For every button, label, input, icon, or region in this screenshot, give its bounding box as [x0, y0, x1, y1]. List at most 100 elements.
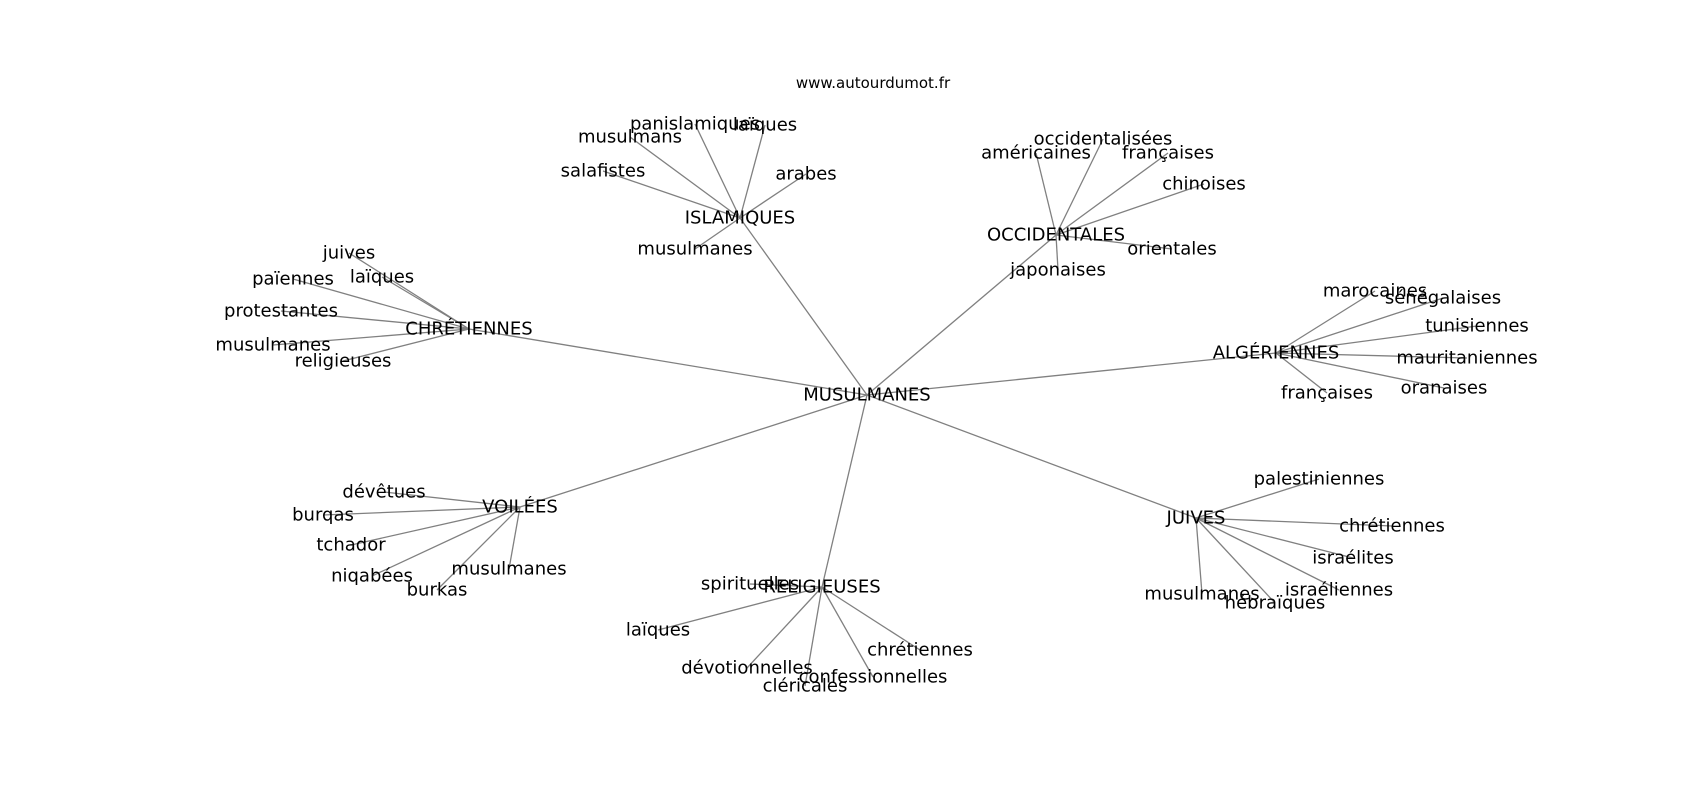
edge-group-1-word-1: [1035, 152, 1057, 236]
group-node-5[interactable]: JUIVES: [1166, 508, 1226, 529]
word-node-6-1[interactable]: laïques: [626, 620, 690, 641]
word-node-3-5[interactable]: françaises: [1281, 383, 1373, 404]
group-node-6[interactable]: RELIGIEUSES: [763, 577, 880, 598]
edge-group-5-word-3: [1195, 517, 1340, 591]
edge-group-6-word-1: [657, 586, 823, 631]
group-node-0[interactable]: ISLAMIQUES: [685, 208, 795, 229]
word-node-3-1[interactable]: sénégalaises: [1385, 288, 1501, 309]
edge-group-6-word-2: [746, 586, 823, 669]
edge-group-5-word-4: [1195, 517, 1276, 604]
word-node-3-0[interactable]: marocaines: [1323, 281, 1427, 302]
word-node-5-4[interactable]: hébraïques: [1225, 593, 1326, 614]
word-node-4-0[interactable]: dévêtues: [342, 482, 425, 503]
edge-root-1: [866, 234, 1057, 396]
edge-group-5-word-2: [1195, 517, 1354, 559]
edge-group-4-word-3: [371, 506, 521, 577]
edge-group-4-word-5: [508, 506, 521, 570]
word-node-6-3[interactable]: cléricales: [763, 676, 848, 697]
word-node-4-2[interactable]: tchador: [316, 535, 386, 556]
word-node-1-4[interactable]: orientales: [1127, 239, 1216, 260]
edge-group-2-word-5: [342, 328, 470, 362]
word-node-6-0[interactable]: spirituelles: [701, 574, 799, 595]
word-node-4-5[interactable]: musulmanes: [451, 559, 566, 580]
edge-group-4-word-0: [383, 491, 521, 508]
edge-group-1-word-4: [1055, 234, 1173, 250]
edge-group-0-word-3: [602, 170, 741, 219]
edge-group-3-word-4: [1275, 352, 1445, 389]
edge-root-2: [468, 328, 868, 396]
edge-group-3-word-1: [1275, 297, 1444, 354]
word-node-4-4[interactable]: burkas: [407, 580, 468, 601]
word-node-5-1[interactable]: chrétiennes: [1339, 516, 1445, 537]
word-node-3-3[interactable]: mauritaniennes: [1396, 348, 1537, 369]
word-node-4-1[interactable]: burqas: [292, 505, 354, 526]
group-node-2[interactable]: CHRÉTIENNES: [405, 318, 532, 340]
edge-group-5-word-0: [1195, 478, 1320, 519]
edge-group-1-word-2: [1055, 152, 1169, 236]
word-node-5-5[interactable]: musulmanes: [1144, 584, 1259, 605]
word-node-2-5[interactable]: religieuses: [295, 351, 392, 372]
edge-group-0-word-5: [694, 217, 741, 250]
word-node-1-0[interactable]: occidentalisées: [1034, 129, 1173, 150]
word-node-5-0[interactable]: palestiniennes: [1254, 469, 1385, 490]
word-node-0-3[interactable]: salafistes: [561, 161, 646, 182]
edge-group-5-word-5: [1195, 517, 1203, 595]
edge-group-3-word-5: [1275, 352, 1328, 394]
edge-group-2-word-3: [280, 310, 470, 330]
group-node-3[interactable]: ALGÉRIENNES: [1213, 342, 1340, 364]
edge-group-4-word-4: [436, 506, 521, 591]
word-node-1-2[interactable]: françaises: [1122, 143, 1214, 164]
word-node-5-3[interactable]: israéliennes: [1285, 580, 1393, 601]
edge-group-0-word-0: [694, 123, 741, 219]
word-node-6-4[interactable]: confessionnelles: [799, 667, 948, 688]
edge-group-2-word-4: [272, 328, 470, 346]
edge-root-0: [739, 217, 868, 396]
word-node-1-5[interactable]: japonaises: [1009, 260, 1106, 281]
edge-group-3-word-3: [1275, 352, 1468, 359]
word-node-1-3[interactable]: chinoises: [1162, 174, 1246, 195]
word-node-4-3[interactable]: niqabées: [331, 566, 413, 587]
edge-group-6-word-4: [821, 586, 874, 678]
graph-labels: www.autourdumot.fr MUSULMANES ISLAMIQUES p…: [215, 74, 1537, 697]
word-node-2-0[interactable]: juives: [322, 243, 376, 264]
word-node-3-4[interactable]: oranaises: [1401, 378, 1488, 399]
group-node-1[interactable]: OCCIDENTALES: [987, 225, 1125, 246]
word-node-6-5[interactable]: chrétiennes: [867, 640, 973, 661]
edge-group-5-word-1: [1195, 517, 1393, 527]
word-node-5-2[interactable]: israélites: [1312, 548, 1393, 569]
word-node-0-5[interactable]: musulmanes: [637, 239, 752, 260]
word-node-6-2[interactable]: dévotionnelles: [681, 658, 813, 679]
edge-group-1-word-0: [1055, 138, 1104, 236]
edge-group-0-word-2: [629, 136, 741, 219]
edge-root-6: [821, 394, 868, 588]
edge-group-2-word-1: [292, 278, 470, 330]
edge-group-1-word-5: [1055, 234, 1059, 271]
word-node-2-1[interactable]: païennes: [252, 269, 334, 290]
edge-root-3: [866, 352, 1277, 396]
word-node-1-1[interactable]: américaines: [981, 143, 1091, 164]
edge-root-4: [519, 394, 868, 508]
graph-edges: [272, 123, 1478, 687]
word-node-0-4[interactable]: arabes: [775, 164, 836, 185]
edge-group-3-word-0: [1275, 290, 1376, 354]
edge-group-4-word-1: [322, 506, 521, 516]
word-node-2-4[interactable]: musulmanes: [215, 335, 330, 356]
edge-group-0-word-1: [739, 124, 766, 219]
word-node-0-0[interactable]: panislamiques: [630, 114, 760, 135]
word-node-2-2[interactable]: laïques: [350, 267, 414, 288]
edge-group-3-word-2: [1275, 325, 1478, 354]
edge-group-6-word-3: [804, 586, 823, 687]
site-url: www.autourdumot.fr: [796, 74, 951, 92]
edge-group-4-word-2: [350, 506, 521, 546]
group-node-4[interactable]: VOILÉES: [482, 496, 558, 518]
word-node-3-2[interactable]: tunisiennes: [1425, 316, 1529, 337]
edge-group-2-word-2: [381, 276, 470, 330]
root-word[interactable]: MUSULMANES: [803, 385, 930, 406]
edge-group-6-word-5: [821, 586, 921, 651]
edge-root-5: [866, 394, 1197, 519]
word-node-2-3[interactable]: protestantes: [224, 301, 338, 322]
edge-group-6-word-0: [749, 583, 823, 588]
word-node-0-1[interactable]: laïques: [733, 115, 797, 136]
word-node-0-2[interactable]: musulmans: [578, 127, 682, 148]
